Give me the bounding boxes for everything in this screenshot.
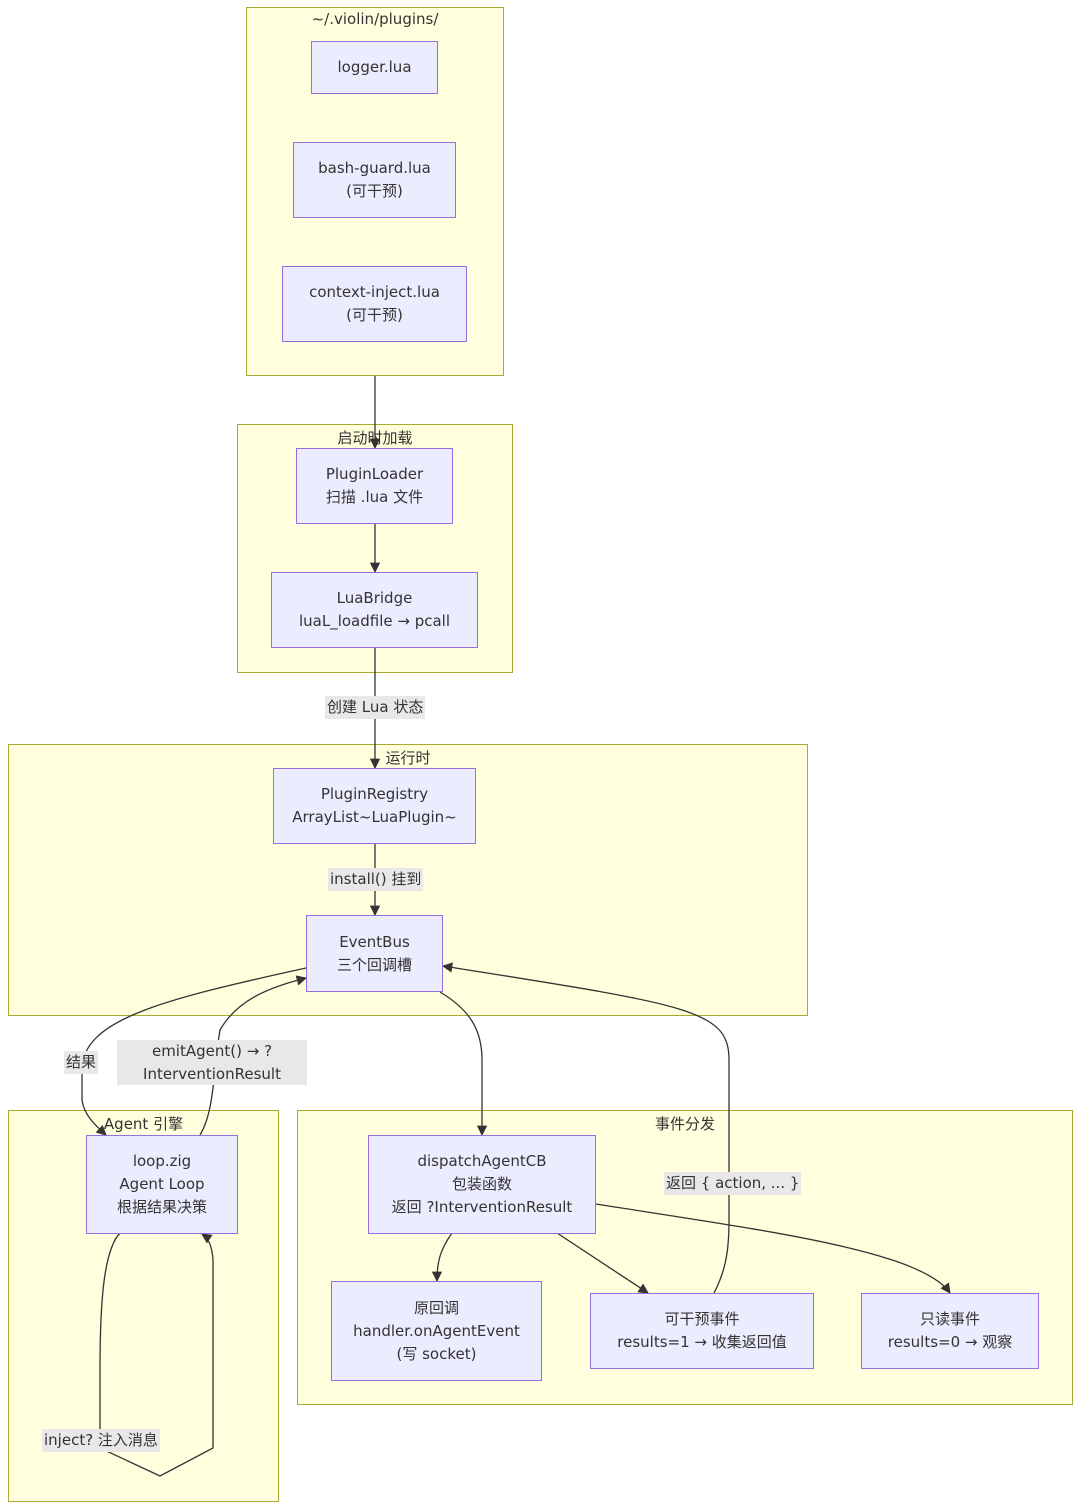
node-loop-line3: 根据结果决策: [116, 1198, 207, 1216]
edge-intervene-to-eventbus: [441, 962, 730, 1294]
edge-dispatch-to-original: [431, 1232, 453, 1283]
edge-loop-to-eventbus-emit: [199, 975, 308, 1136]
node-context-inject-line1: context-inject.lua: [309, 283, 440, 301]
edge-label-create-lua-state: 创建 Lua 状态: [325, 696, 426, 719]
node-intervene-line2: results=1 → 收集返回值: [617, 1333, 787, 1351]
node-intervene-line1: 可干预事件: [664, 1310, 740, 1328]
node-loop-zig: loop.zig Agent Loop 根据结果决策: [86, 1135, 238, 1234]
node-dispatch-line1: dispatchAgentCB: [417, 1152, 547, 1170]
node-context-inject-lua: context-inject.lua (可干预): [282, 266, 467, 342]
edge-label-emit-agent: emitAgent() → ? InterventionResult: [117, 1040, 307, 1085]
node-dispatch-line2: 包装函数: [451, 1175, 512, 1193]
edge-dispatch-to-intervene: [556, 1232, 649, 1294]
node-event-bus-line2: 三个回调槽: [336, 955, 412, 974]
edge-dispatch-to-readonly: [595, 1203, 951, 1294]
edge-label-result: 结果: [64, 1051, 99, 1074]
node-plugin-loader: PluginLoader 扫描 .lua 文件: [296, 448, 453, 524]
edge-label-install: install() 挂到: [328, 868, 424, 891]
cluster-agent-engine-title: Agent 引擎: [103, 1115, 184, 1133]
edge-eventbus-to-loop-result: [81, 967, 307, 1136]
edge-label-inject: inject? 注入消息: [42, 1429, 160, 1452]
node-event-bus-line1: EventBus: [339, 932, 410, 951]
node-plugin-loader-line1: PluginLoader: [325, 465, 424, 483]
node-plugin-loader-line2: 扫描 .lua 文件: [325, 488, 424, 506]
node-dispatch-agent-cb: dispatchAgentCB 包装函数 返回 ?InterventionRes…: [368, 1135, 596, 1234]
node-original-cb-line2: handler.onAgentEvent: [353, 1321, 520, 1340]
edge-label-return-action: 返回 { action, ... }: [664, 1172, 802, 1195]
node-readonly-event: 只读事件 results=0 → 观察: [861, 1293, 1039, 1369]
node-plugin-registry-line2: ArrayList~LuaPlugin~: [292, 808, 457, 826]
edge-label-emit-agent-line1: emitAgent() → ?: [151, 1042, 273, 1060]
node-event-bus: EventBus 三个回调槽: [306, 915, 443, 992]
edge-label-emit-agent-line2: InterventionResult: [143, 1065, 281, 1083]
node-loop-line1: loop.zig: [132, 1152, 192, 1170]
edge-loop-inject-self: [99, 1232, 214, 1477]
node-logger-lua-line1: logger.lua: [337, 58, 412, 76]
node-context-inject-line2: (可干预): [346, 306, 403, 324]
node-readonly-line2: results=0 → 观察: [887, 1333, 1013, 1351]
node-bash-guard-lua: bash-guard.lua (可干预): [293, 142, 456, 218]
node-loop-line2: Agent Loop: [119, 1175, 205, 1193]
cluster-runtime-title: 运行时: [385, 749, 431, 767]
node-original-cb-line3: (写 socket): [396, 1344, 477, 1363]
cluster-event-dispatch-title: 事件分发: [654, 1115, 715, 1133]
node-original-callback: 原回调 handler.onAgentEvent (写 socket): [331, 1281, 542, 1381]
node-original-cb-line1: 原回调: [413, 1298, 459, 1317]
node-bash-guard-line2: (可干预): [346, 182, 403, 200]
node-lua-bridge-line2: luaL_loadfile → pcall: [298, 612, 451, 630]
edge-eventbus-to-dispatch: [439, 991, 488, 1137]
cluster-plugins-dir-title: ~/.violin/plugins/: [311, 10, 439, 28]
node-lua-bridge-line1: LuaBridge: [336, 589, 413, 607]
node-lua-bridge: LuaBridge luaL_loadfile → pcall: [271, 572, 478, 648]
node-logger-lua: logger.lua: [311, 41, 438, 94]
node-intervene-event: 可干预事件 results=1 → 收集返回值: [590, 1293, 814, 1369]
node-readonly-line1: 只读事件: [919, 1310, 980, 1328]
node-plugin-registry: PluginRegistry ArrayList~LuaPlugin~: [273, 768, 476, 844]
node-bash-guard-line1: bash-guard.lua: [318, 159, 431, 177]
node-plugin-registry-line1: PluginRegistry: [320, 785, 429, 803]
node-dispatch-line3: 返回 ?InterventionResult: [391, 1198, 573, 1216]
